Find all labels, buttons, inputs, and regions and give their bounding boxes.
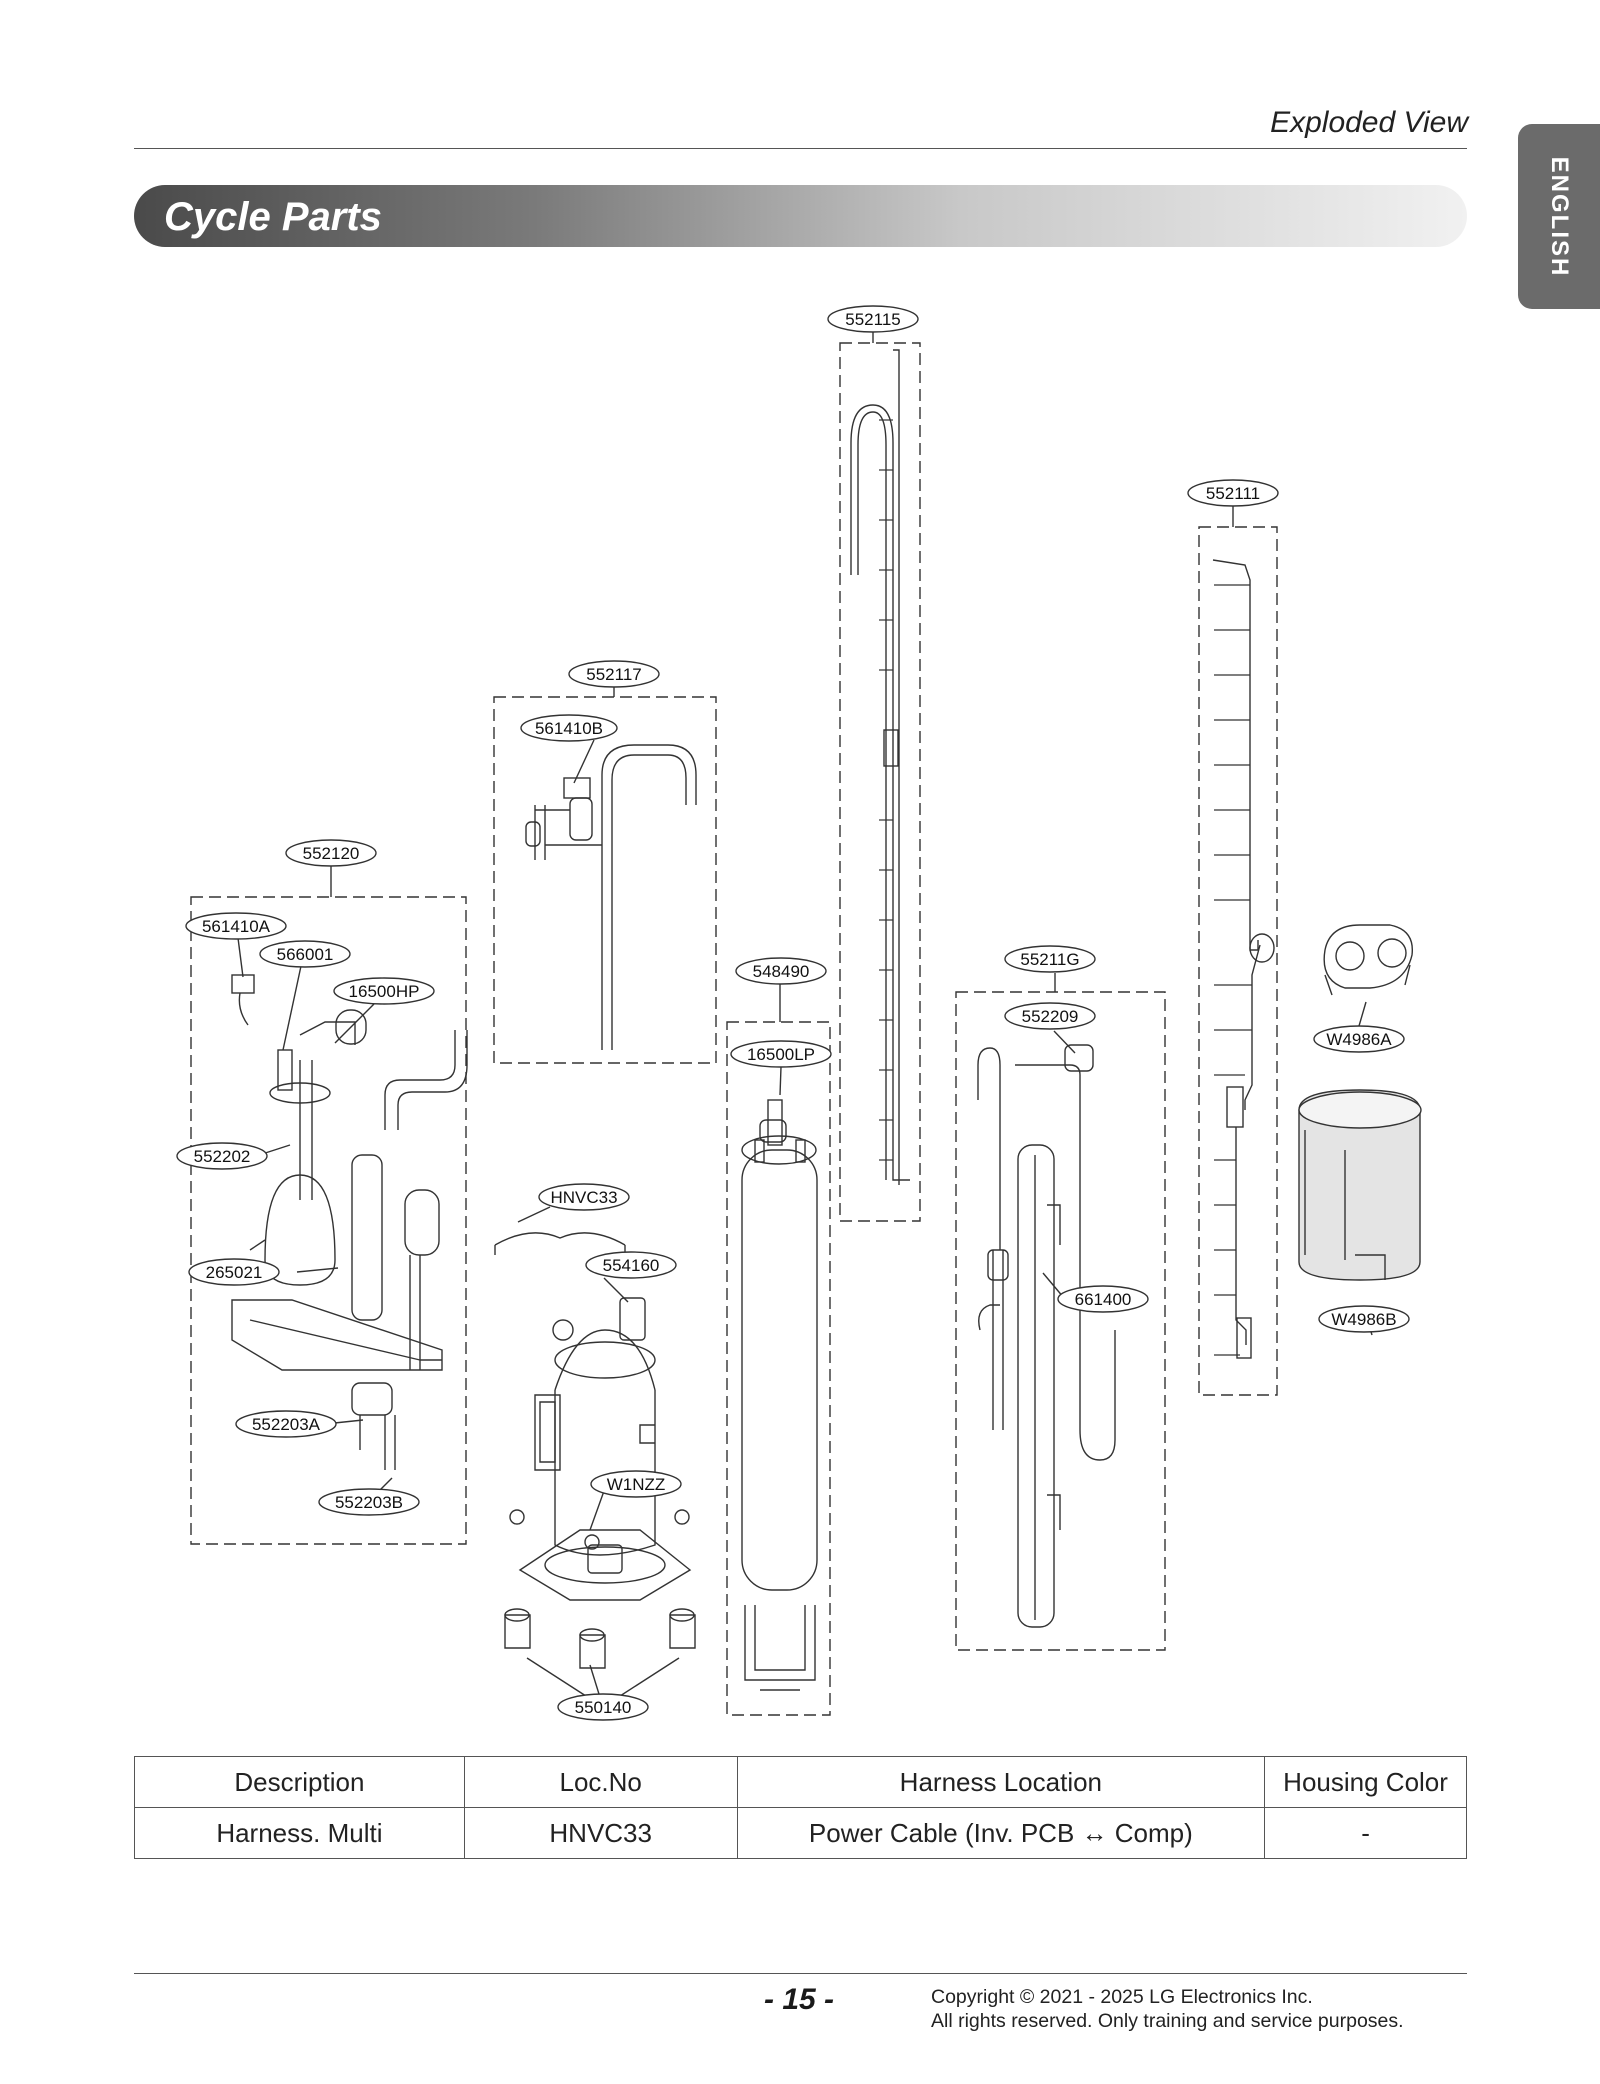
- column-header: Loc.No: [463, 1756, 738, 1808]
- label-552117: 552117: [586, 665, 641, 684]
- table-cell: Harness. Multi: [134, 1807, 465, 1859]
- label-552111: 552111: [1206, 484, 1260, 503]
- group-box-55211G: [955, 991, 1166, 1651]
- label-265021: 265021: [206, 1263, 263, 1282]
- label-16500LP: 16500LP: [747, 1045, 815, 1064]
- header-divider: [134, 148, 1467, 149]
- table-cell: -: [1264, 1807, 1467, 1859]
- footer-divider: [134, 1973, 1467, 1974]
- table-cell: HNVC33: [463, 1807, 738, 1859]
- harness-table: Description Loc.No Harness Location Hous…: [134, 1756, 1467, 1859]
- label-552202: 552202: [194, 1147, 251, 1166]
- group-box-552115: [839, 342, 921, 1222]
- table-cell: Power Cable (Inv. PCB ↔ Comp): [736, 1807, 1266, 1859]
- group-box-552117: [493, 696, 717, 1064]
- language-tab[interactable]: ENGLISH: [1518, 124, 1600, 309]
- label-16500HP: 16500HP: [349, 982, 420, 1001]
- label-552203A: 552203A: [252, 1415, 321, 1434]
- label-554160: 554160: [603, 1256, 660, 1275]
- label-552120: 552120: [303, 844, 360, 863]
- label-548490: 548490: [753, 962, 810, 981]
- label-661400: 661400: [1075, 1290, 1132, 1309]
- label-561410A: 561410A: [202, 917, 271, 936]
- copyright-line-2: All rights reserved. Only training and s…: [931, 2010, 1404, 2032]
- label-W1NZZ: W1NZZ: [607, 1475, 666, 1494]
- column-header: Housing Color: [1264, 1756, 1467, 1808]
- label-55211G: 55211G: [1020, 950, 1079, 969]
- copyright-notice: Copyright © 2021 - 2025 LG Electronics I…: [931, 1985, 1404, 2033]
- exploded-view-diagram: 552115 552111 552117 561410B 552120 5614…: [176, 305, 1422, 1721]
- copyright-line-1: Copyright © 2021 - 2025 LG Electronics I…: [931, 1986, 1313, 2008]
- section-title: Cycle Parts: [164, 195, 382, 239]
- group-box-548490: [726, 1021, 831, 1716]
- label-HNVC33: HNVC33: [550, 1188, 617, 1207]
- label-W4986A: W4986A: [1326, 1030, 1392, 1049]
- page-header-title: Exploded View: [1270, 106, 1468, 139]
- table-header-row: Description Loc.No Harness Location Hous…: [134, 1756, 1467, 1808]
- label-550140: 550140: [575, 1698, 632, 1717]
- label-W4986B: W4986B: [1331, 1310, 1396, 1329]
- column-header: Harness Location: [736, 1756, 1266, 1808]
- group-box-552120: [190, 896, 467, 1545]
- section-title-bar: Cycle Parts: [134, 185, 1467, 247]
- column-header: Description: [134, 1756, 465, 1808]
- label-552115: 552115: [845, 310, 900, 329]
- group-box-552111: [1198, 526, 1278, 1396]
- label-566001: 566001: [277, 945, 334, 964]
- label-552209: 552209: [1022, 1007, 1079, 1026]
- page-number: - 15 -: [764, 1983, 835, 2016]
- label-552203B: 552203B: [335, 1493, 403, 1512]
- table-row: Harness. Multi HNVC33 Power Cable (Inv. …: [134, 1807, 1467, 1859]
- label-561410B: 561410B: [535, 719, 603, 738]
